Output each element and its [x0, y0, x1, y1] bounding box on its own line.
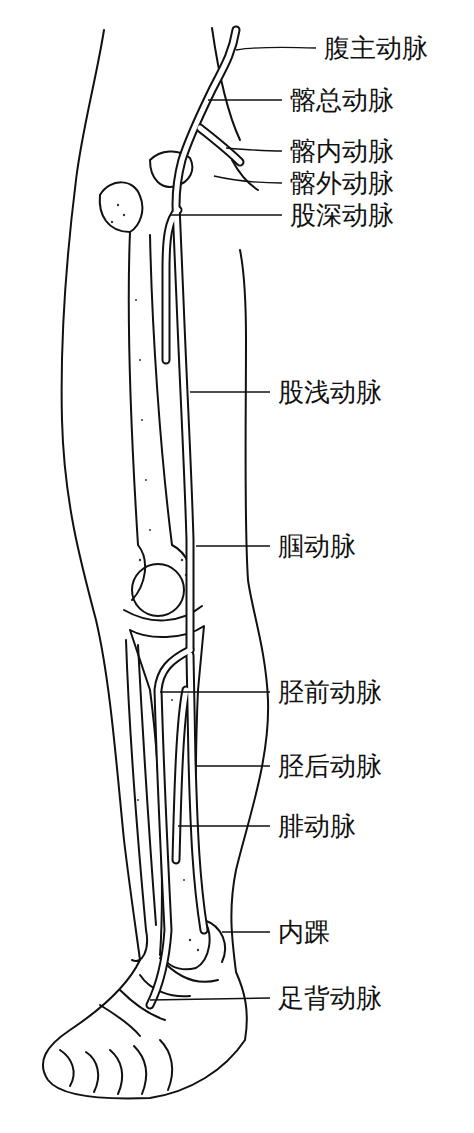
part-label: 髂外动脉: [288, 168, 396, 198]
part-label: 胫后动脉: [276, 751, 384, 781]
part-label: 股深动脉: [288, 200, 396, 230]
part-label: 足背动脉: [276, 983, 384, 1013]
part-label: 髂内动脉: [288, 136, 396, 166]
part-label: 腘动脉: [276, 531, 358, 561]
part-label: 腓动脉: [276, 811, 358, 841]
part-label: 髂总动脉: [288, 85, 396, 115]
part-label: 内踝: [276, 917, 332, 947]
part-label: 胫前动脉: [276, 677, 384, 707]
part-label: 股浅动脉: [276, 377, 384, 407]
part-label: 腹主动脉: [322, 33, 430, 63]
